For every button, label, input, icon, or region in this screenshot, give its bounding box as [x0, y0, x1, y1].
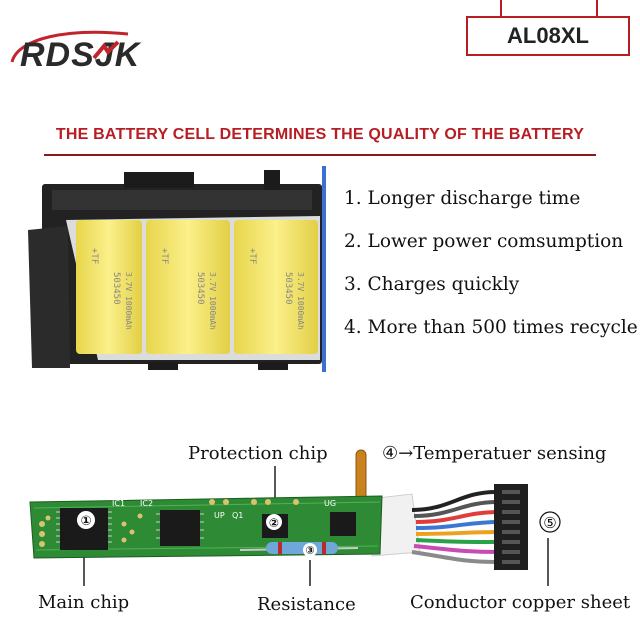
svg-text:Q1: Q1	[232, 511, 243, 520]
svg-text:IC2: IC2	[140, 499, 153, 508]
model-bar-left	[500, 0, 502, 18]
brand-logo: RDSJK	[10, 30, 142, 74]
feature-item: 2. Lower power comsumption	[344, 231, 624, 252]
svg-text:UP: UP	[214, 511, 225, 520]
divider-blue-line	[322, 166, 326, 372]
copper-connector	[494, 484, 528, 570]
wire-harness	[411, 490, 501, 564]
svg-text:+TF: +TF	[159, 248, 169, 264]
svg-text:+TF: +TF	[89, 248, 99, 264]
feature-item: 3. Charges quickly	[344, 274, 520, 295]
model-badge: AL08XL	[466, 16, 630, 56]
pcb-illustration: IC1 IC2 UP Q1 UG ① ② ③	[29, 449, 561, 586]
battery-cell: +TF 503450 3.7V 1000mAh	[76, 220, 142, 354]
svg-text:3.7V 1000mAh: 3.7V 1000mAh	[124, 272, 133, 330]
label-resistance: Resistance	[257, 594, 356, 615]
battery-cell: +TF 503450 3.7V 1000mAh	[234, 220, 318, 354]
battery-pack-illustration: +TF 503450 3.7V 1000mAh +TF 503450 3.7V …	[28, 170, 322, 370]
svg-text:IC1: IC1	[112, 499, 125, 508]
svg-text:UG: UG	[324, 499, 336, 508]
svg-text:①: ①	[80, 514, 91, 529]
svg-text:⑤: ⑤	[543, 514, 556, 532]
resistor	[266, 542, 338, 554]
svg-text:503450: 503450	[195, 272, 205, 305]
headline: THE BATTERY CELL DETERMINES THE QUALITY …	[55, 126, 585, 143]
label-main-chip: Main chip	[38, 592, 130, 613]
battery-cell: +TF 503450 3.7V 1000mAh	[146, 220, 230, 354]
svg-text:3.7V 1000mAh: 3.7V 1000mAh	[208, 272, 217, 330]
label-protection-chip: Protection chip	[188, 443, 328, 464]
temperature-sensor	[355, 449, 367, 503]
svg-text:③: ③	[305, 544, 314, 557]
model-bar-right	[596, 0, 598, 18]
svg-text:3.7V 1000mAh: 3.7V 1000mAh	[296, 272, 305, 330]
logo-text: RDSJK	[20, 36, 142, 74]
feature-item: 1. Longer discharge time	[344, 188, 581, 209]
feature-item: 4. More than 500 times recycle	[344, 317, 638, 338]
svg-text:503450: 503450	[111, 272, 121, 305]
svg-text:②: ②	[269, 516, 279, 530]
secondary-chip	[160, 510, 200, 546]
svg-text:+TF: +TF	[247, 248, 257, 264]
label-temperature-sensing: ④→Temperatuer sensing	[382, 443, 607, 464]
label-conductor-copper-sheet: Conductor copper sheet	[410, 592, 631, 613]
svg-text:503450: 503450	[283, 272, 293, 305]
headline-underline	[44, 154, 596, 156]
